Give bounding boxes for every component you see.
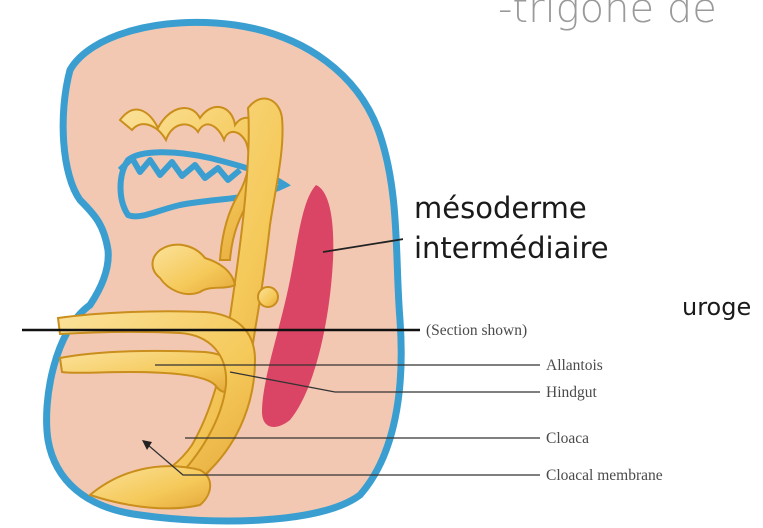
label-hindgut: Hindgut — [546, 384, 598, 401]
label-cloaca: Cloaca — [546, 430, 589, 447]
label-cloacal-membrane: Cloacal membrane — [546, 467, 663, 484]
overlay-label-line2: intermédiaire — [414, 228, 609, 268]
slide-title-fragment: -trigone de — [498, 0, 717, 32]
overlay-label-line1: mésoderme — [414, 188, 609, 228]
label-section-shown: (Section shown) — [426, 322, 527, 339]
vitelline-duct-bulb — [258, 287, 278, 307]
label-allantois: Allantois — [546, 357, 603, 374]
partial-label: uroge — [682, 293, 751, 321]
overlay-label: mésoderme intermédiaire — [414, 188, 609, 268]
